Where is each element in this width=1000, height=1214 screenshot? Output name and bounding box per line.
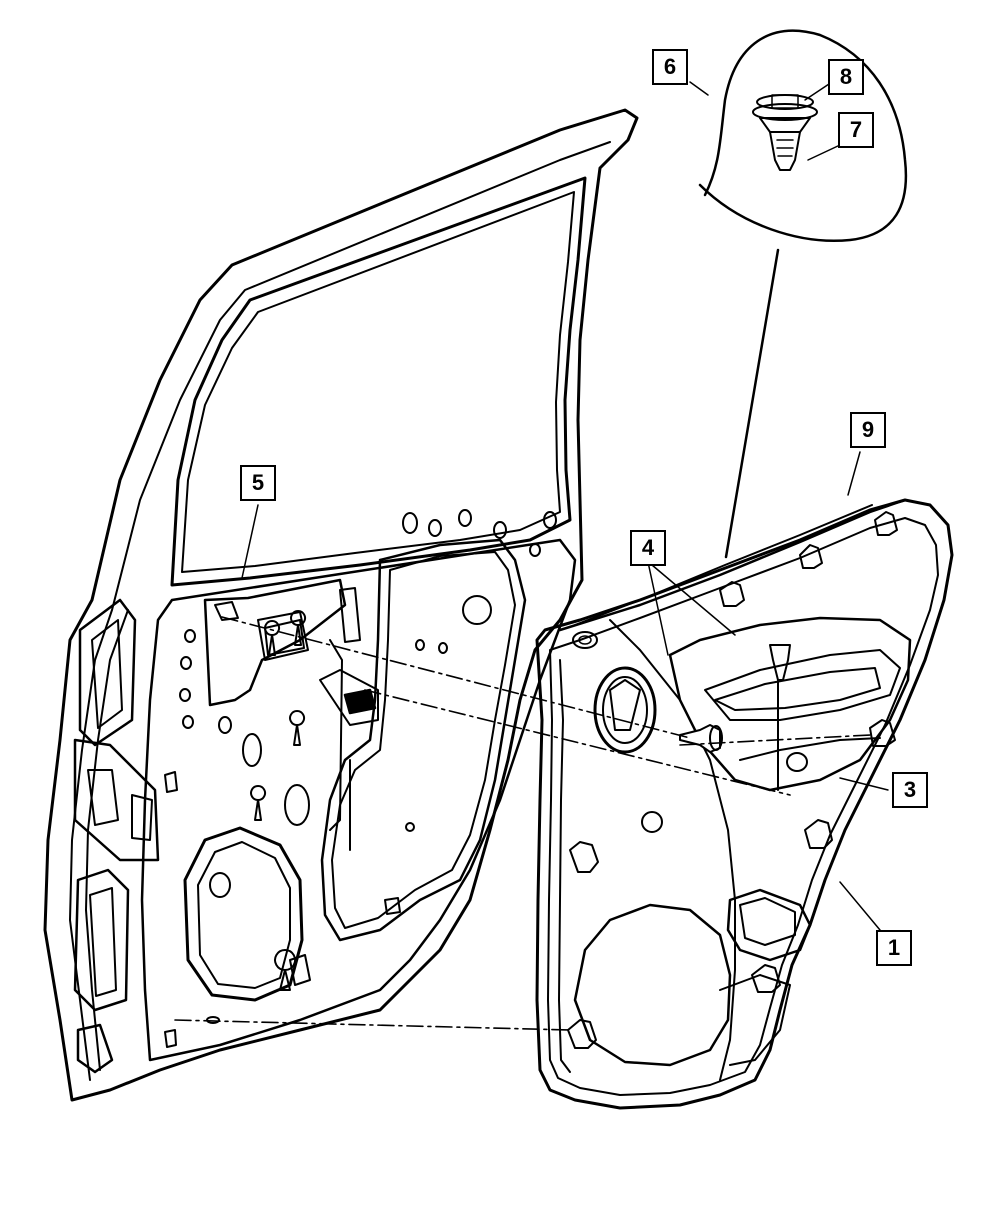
alignment-lines bbox=[174, 616, 871, 1031]
leader-lines bbox=[241, 79, 889, 931]
callout-3: 3 bbox=[892, 772, 928, 808]
door-trim-panel bbox=[535, 498, 954, 1110]
callout-5: 5 bbox=[240, 465, 276, 501]
callout-7: 7 bbox=[838, 112, 874, 148]
callout-4: 4 bbox=[630, 530, 666, 566]
callout-6: 6 bbox=[652, 49, 688, 85]
callout-1: 1 bbox=[876, 930, 912, 966]
retainer-clips bbox=[567, 511, 898, 1049]
detail-circle bbox=[698, 29, 908, 559]
door-shell bbox=[43, 108, 639, 1102]
callout-9: 9 bbox=[850, 412, 886, 448]
callout-8: 8 bbox=[828, 59, 864, 95]
screw bbox=[679, 644, 791, 791]
